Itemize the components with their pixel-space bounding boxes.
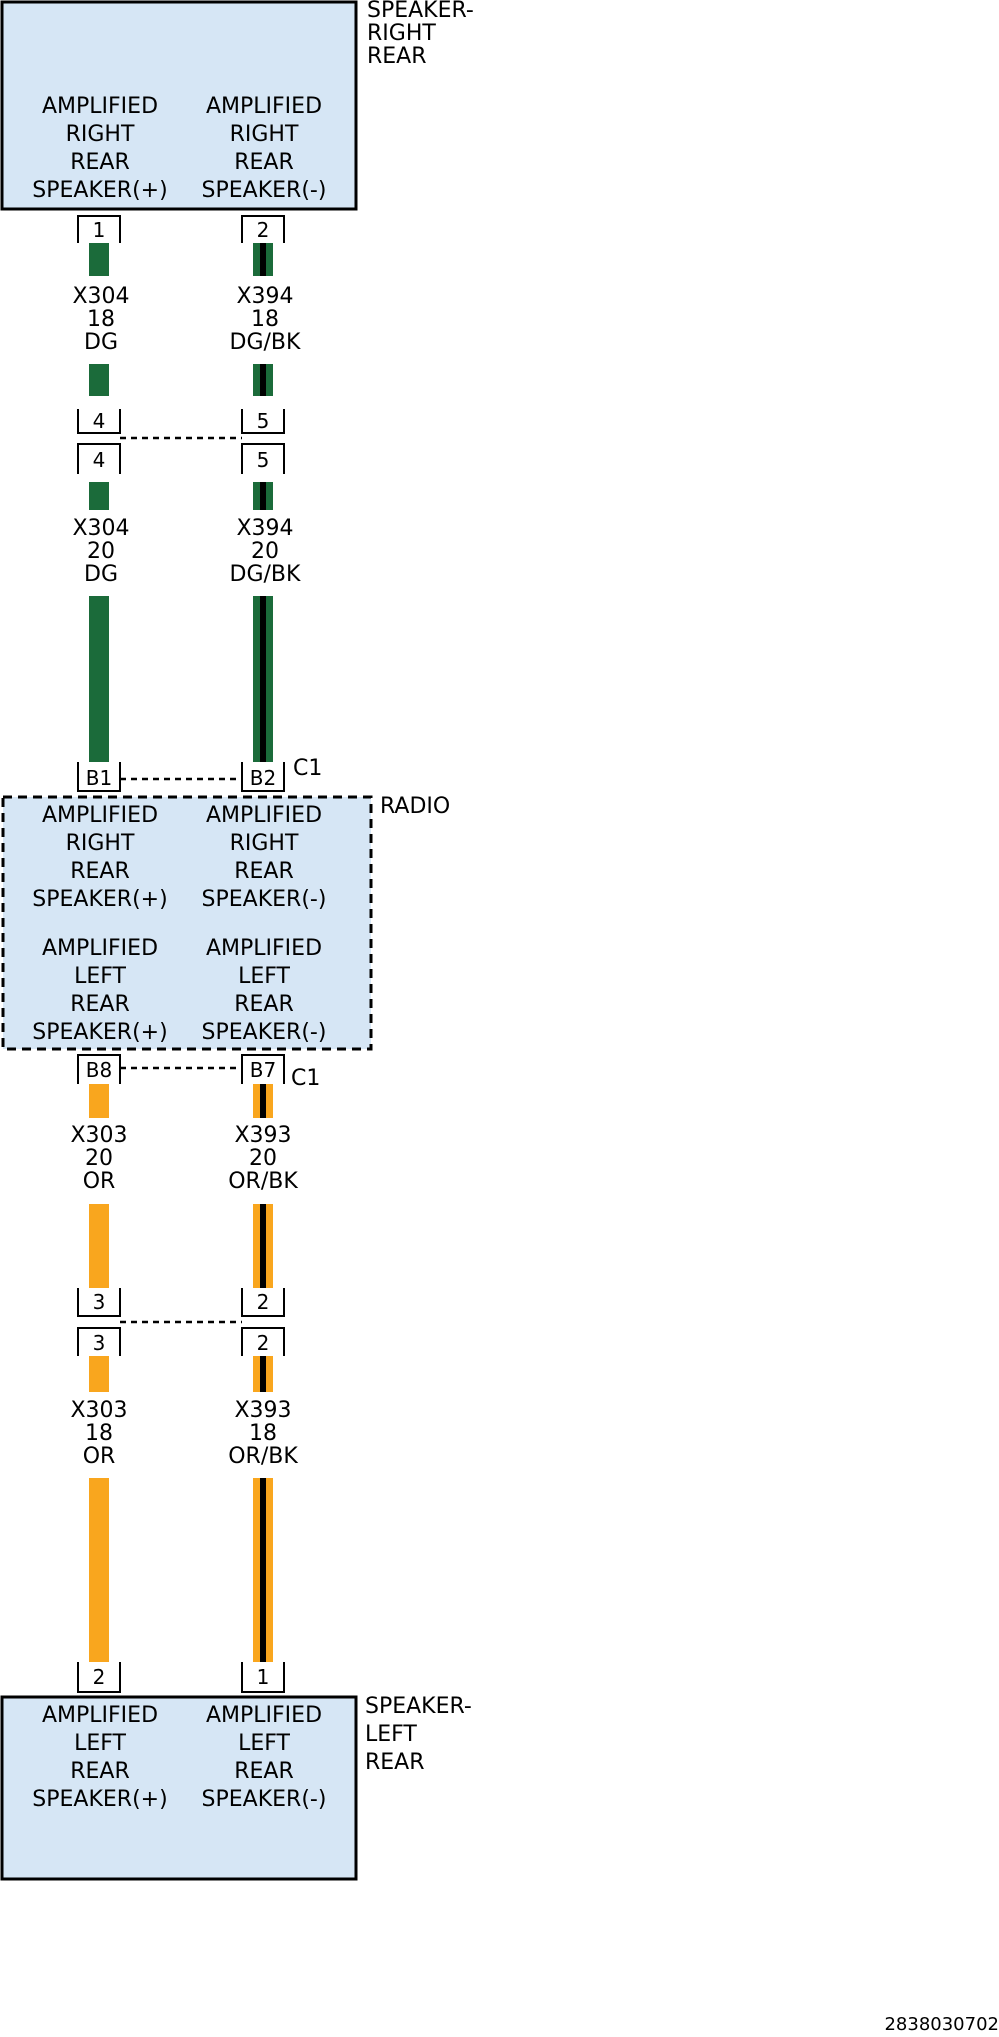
wire-stripe-x394 (260, 364, 266, 396)
wire-x304 (89, 596, 109, 762)
pin-label: 4 (93, 448, 106, 472)
wire-stripe-x393 (260, 1478, 266, 1662)
pin-label: 1 (257, 1665, 270, 1689)
wire-x304 (89, 364, 109, 396)
connector-c1-top: C1 (293, 756, 322, 781)
figure-id: 2838030702 (884, 2014, 999, 2035)
pin-frame (77, 762, 121, 792)
pin-label: B8 (86, 1058, 112, 1082)
pin-label: 2 (257, 1290, 270, 1314)
pins-radio-top: B1 B2 C1 (77, 756, 322, 792)
pin-label: 2 (257, 218, 270, 242)
pin-frame (241, 1327, 285, 1356)
radio-box (1, 795, 373, 1051)
wire-x303 (89, 1356, 109, 1392)
wire-stripe-x393 (260, 1204, 266, 1288)
pin-frame (77, 1327, 121, 1356)
pin-label: 3 (93, 1331, 106, 1355)
pins-inline-upper-bottom: 4 5 (77, 443, 285, 474)
wire-stripe-x393 (260, 1356, 266, 1392)
pin-frame (241, 443, 285, 474)
pins-inline-lower-top: 3 2 (77, 1288, 285, 1317)
wire-x303 (89, 1478, 109, 1662)
pin-label: B1 (86, 766, 112, 790)
pin-frame (77, 1288, 121, 1317)
wires (89, 243, 273, 1662)
wire-stripe-x394 (260, 596, 266, 762)
pin-frame (241, 409, 285, 434)
pins-speaker-right: 1 2 (77, 215, 285, 243)
wire-stripe-x394 (260, 243, 266, 276)
pin-label: B7 (250, 1058, 276, 1082)
pin-frame (241, 215, 285, 243)
pin-frame (241, 1054, 285, 1084)
pins-radio-bottom: B8 B7 C1 (77, 1054, 320, 1091)
connector-c1-bottom: C1 (291, 1066, 320, 1091)
speaker-left-rear-box (0, 1695, 358, 1881)
pin-label: B2 (250, 766, 276, 790)
pin-frame (241, 762, 285, 792)
pins-inline-lower-bottom: 3 2 (77, 1327, 285, 1356)
pin-label: 4 (93, 409, 106, 433)
pin-frame (241, 1288, 285, 1317)
pin-label: 2 (257, 1331, 270, 1355)
radio-name: RADIO (380, 794, 450, 819)
pin-label: 1 (93, 218, 106, 242)
pin-label: 2 (93, 1665, 106, 1689)
pin-label: 3 (93, 1290, 106, 1314)
speaker-right-rear-box (0, 0, 358, 211)
pin-frame (77, 443, 121, 474)
pin-frame (77, 409, 121, 434)
wire-stripe-x393 (260, 1084, 266, 1118)
pin-frame (77, 1054, 121, 1084)
pin-frame (77, 1662, 121, 1693)
wire-stripe-x394 (260, 482, 266, 510)
wire-x304 (89, 243, 109, 276)
pins-inline-upper-top: 4 5 (77, 409, 285, 434)
pin-label: 5 (257, 409, 270, 433)
wire-x303 (89, 1204, 109, 1288)
pins-speaker-left: 2 1 (77, 1662, 285, 1693)
pin-frame (77, 215, 121, 243)
pin-frame (241, 1662, 285, 1693)
pin-label: 5 (257, 448, 270, 472)
connector-links (120, 436, 242, 1324)
wire-x303 (89, 1084, 109, 1118)
wire-x304 (89, 482, 109, 510)
